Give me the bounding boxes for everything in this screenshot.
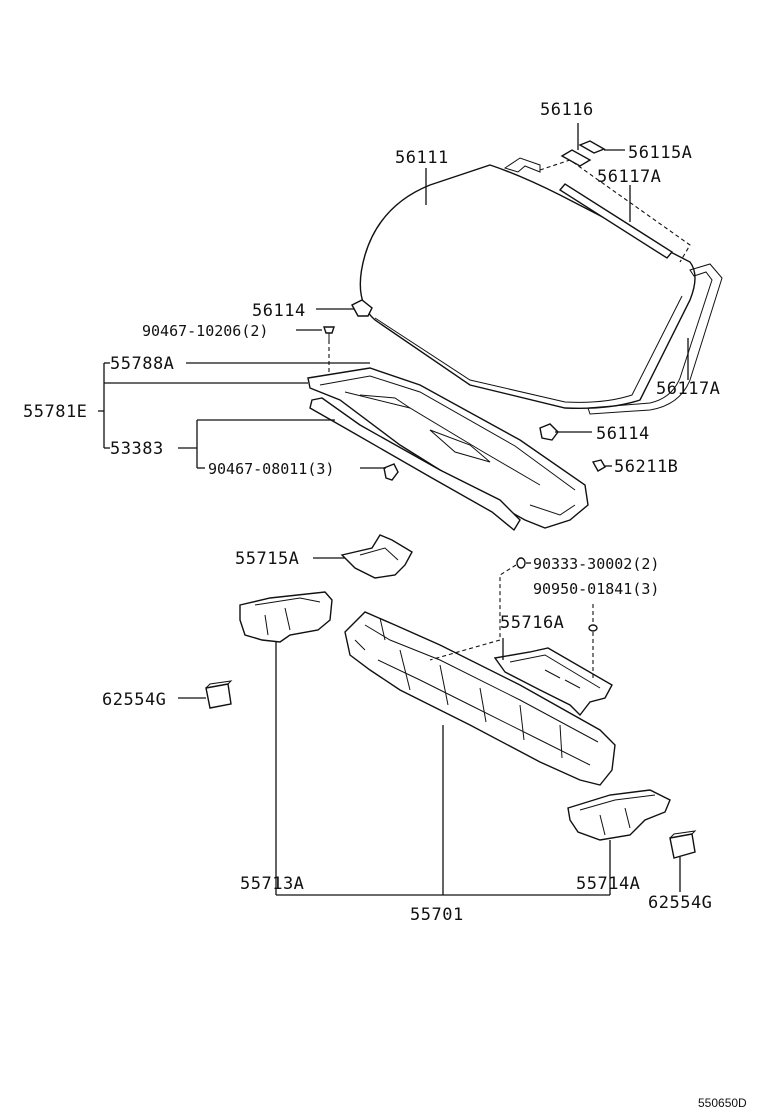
cowl-louver	[307, 367, 589, 529]
label-55713A: 55713A	[240, 874, 304, 894]
label-56117A-side: 56117A	[656, 379, 720, 399]
clip-mid	[539, 423, 559, 441]
cowl-seal-53383	[309, 397, 521, 532]
label-56116: 56116	[540, 100, 594, 120]
label-56211B: 56211B	[614, 457, 678, 477]
label-55701: 55701	[410, 905, 464, 925]
clip-top	[351, 299, 373, 317]
clip-90467-08011	[383, 463, 399, 481]
cowl-panel-55701	[344, 611, 616, 786]
label-55781E: 55781E	[23, 402, 87, 422]
leader-lines	[98, 123, 689, 896]
screw-90467-10206	[323, 326, 335, 340]
upper-moulding-strip	[558, 183, 674, 259]
label-56117A-top: 56117A	[597, 167, 661, 187]
label-90467-08011: 90467-08011(3)	[208, 460, 334, 478]
label-55714A: 55714A	[576, 874, 640, 894]
cushion-56211B	[591, 459, 606, 472]
nut-90950	[588, 624, 598, 632]
plug-90333	[516, 557, 526, 569]
bracket-55714A	[567, 789, 671, 841]
diagram-code: 550650D	[698, 1096, 747, 1110]
label-56114-top: 56114	[252, 301, 306, 321]
label-55716A: 55716A	[500, 613, 564, 633]
mirror-pad	[560, 140, 606, 167]
bracket-55716A	[493, 647, 613, 717]
bracket-55713A	[239, 591, 333, 643]
label-90467-10206: 90467-10206(2)	[142, 322, 268, 340]
label-62554G-right: 62554G	[648, 893, 712, 913]
grommet-right	[669, 830, 697, 859]
label-56114-mid: 56114	[596, 424, 650, 444]
label-55788A: 55788A	[110, 354, 174, 374]
bracket-55715A	[340, 534, 413, 579]
windshield-glass	[359, 164, 696, 409]
grommet-left	[205, 680, 233, 709]
label-90333-30002: 90333-30002(2)	[533, 555, 659, 573]
label-56111: 56111	[395, 148, 449, 168]
label-56115A: 56115A	[628, 143, 692, 163]
label-55715A: 55715A	[235, 549, 299, 569]
label-62554G-left: 62554G	[102, 690, 166, 710]
label-90950-01841: 90950-01841(3)	[533, 580, 659, 598]
label-53383: 53383	[110, 439, 164, 459]
